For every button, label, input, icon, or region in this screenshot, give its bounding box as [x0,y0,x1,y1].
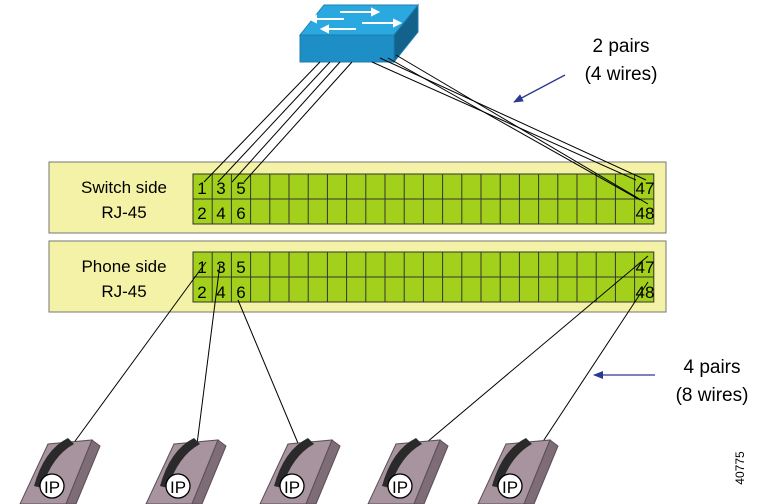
cable-phone-2 [195,263,221,453]
annotation-arrow-top [513,74,566,103]
cable-switch-port-1 [203,61,321,183]
cable-switch-port-48b [395,54,649,205]
phone-port-2: 2 [197,283,206,302]
phone-port-3: 3 [216,258,225,277]
svg-text:IP: IP [502,478,518,497]
cable-switch-port-3b [231,61,341,183]
switch-side-panel: Switch side RJ-45 1 3 5 2 4 6 47 48 [48,161,667,234]
svg-text:IP: IP [170,478,186,497]
phone-side-label: Phone side [81,257,166,276]
switch-port-47: 47 [636,179,655,198]
ip-phone-icon: IP [259,438,341,504]
ip-phone-icon: IP [367,438,449,504]
switch-port-5: 5 [236,179,245,198]
switch-side-connector-label: RJ-45 [101,203,146,222]
cable-switch-port-48 [387,57,641,201]
cable-switch-port-5 [243,61,353,183]
figure-id: 40775 [733,451,747,485]
switch-port-4: 4 [216,204,225,223]
cable-phone-3 [237,299,301,449]
switch-side-port-grid [192,173,655,225]
phone-port-6: 6 [236,283,245,302]
annotation-right-line1: 4 pairs [683,357,740,378]
cable-switch-port-3a [217,61,331,183]
cable-phone-1 [69,261,207,449]
ip-phones: IP IP IP IP IP [19,438,559,504]
svg-text:IP: IP [44,478,60,497]
annotation-top-line1: 2 pairs [592,36,649,57]
phone-port-48: 48 [636,283,655,302]
phone-side-port-grid [192,251,655,303]
annotation-right-line2: (8 wires) [676,385,749,406]
switch-side-label: Switch side [81,178,167,197]
phone-cables [69,255,649,453]
network-switch-icon [298,3,420,64]
ip-phone-icon: IP [19,438,101,504]
ip-phone-icon: IP [145,438,227,504]
switch-arrows-icon [307,7,403,34]
phone-side-connector-label: RJ-45 [101,282,146,301]
phone-port-4: 4 [216,283,225,302]
switch-port-2: 2 [197,204,206,223]
phone-side-panel: Phone side RJ-45 1 3 5 2 4 6 47 48 [48,240,667,313]
svg-text:IP: IP [284,478,300,497]
phone-port-5: 5 [236,258,245,277]
switch-port-6: 6 [236,204,245,223]
ip-phone-icon: IP [477,438,559,504]
switch-port-3: 3 [216,179,225,198]
cable-phone-4 [419,255,649,449]
switch-port-1: 1 [197,179,206,198]
cable-switch-port-47 [371,61,637,181]
cable-phone-5 [539,281,649,447]
switch-port-48: 48 [636,204,655,223]
annotation-top-line2: (4 wires) [585,64,658,85]
svg-text:IP: IP [392,478,408,497]
switch-cables [203,54,649,205]
phone-port-47: 47 [636,258,655,277]
